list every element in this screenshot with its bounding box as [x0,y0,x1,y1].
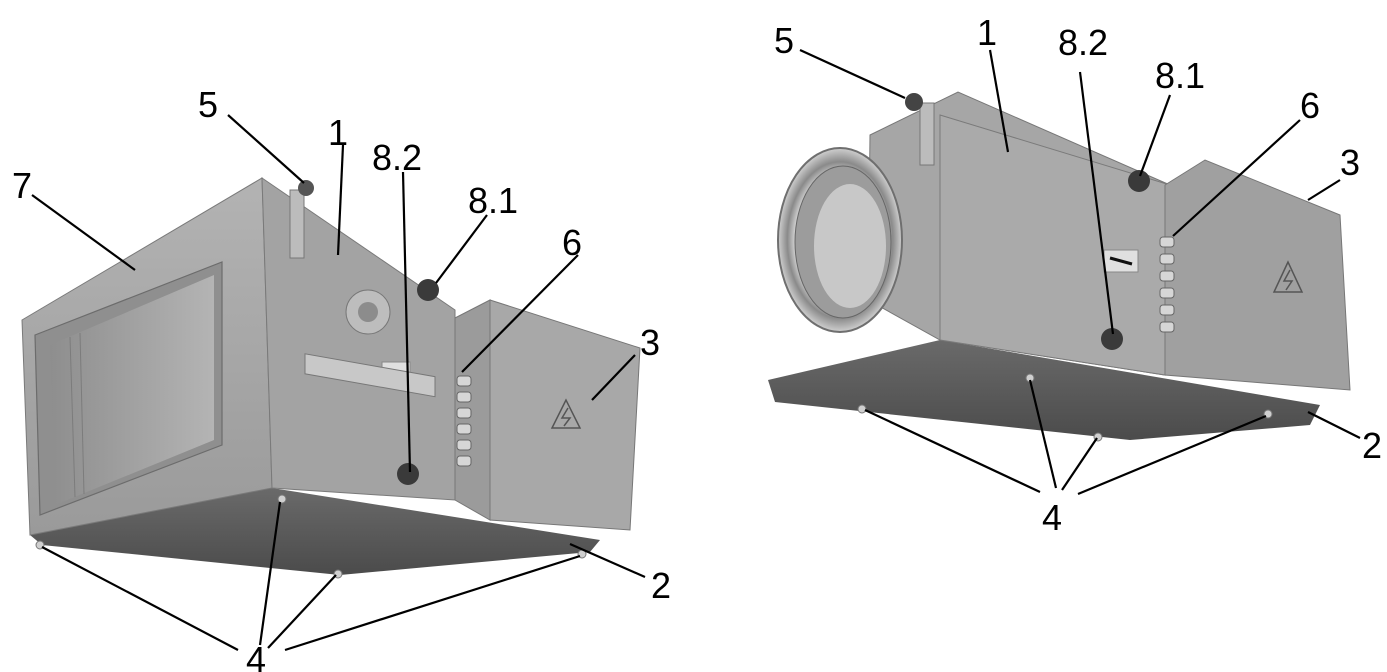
callout-2: 2 [1362,425,1382,466]
callout-1: 1 [977,12,997,53]
right-electrical-box [1164,159,1351,391]
callout-3: 3 [640,322,660,363]
cable-gland-icon [456,375,472,387]
left-callouts: 7 5 1 8.2 8.1 6 3 2 4 [12,84,671,672]
right-leader-lines [799,48,1361,496]
right-unit [768,91,1351,442]
right-cable-glands [1159,236,1175,333]
cable-gland-icon [456,407,472,419]
left-base-panel [30,488,600,575]
left-electrical-box-side [489,299,641,531]
duct-connection-ring [777,147,903,333]
high-voltage-warning-icon [550,398,582,429]
callout-5: 5 [774,20,794,61]
callout-3: 3 [1340,142,1360,183]
left-filter-panel [50,275,214,505]
ventilation-grommet-icon [417,279,439,301]
right-base-panel [768,340,1320,440]
callout-8-1: 8.1 [1155,55,1205,96]
filter-ribs [69,332,85,498]
callout-6: 6 [1300,85,1320,126]
cable-gland-icon [1159,253,1175,265]
cable-gland-icon [456,439,472,451]
right-mounting-bracket [905,93,935,166]
cable-gland-icon [1159,321,1175,333]
high-voltage-warning-icon [1272,260,1304,293]
cable-gland-icon [1159,287,1175,299]
ventilation-grommet-icon [1101,328,1123,350]
cable-gland-icon [1159,304,1175,316]
airflow-arrow-icon [1103,249,1139,273]
cable-gland-icon [1159,270,1175,282]
left-mounting-bracket [289,180,314,259]
right-callouts: 5 1 8.2 8.1 6 3 2 4 [774,12,1382,538]
callout-4: 4 [1042,497,1062,538]
left-unit [21,177,641,579]
left-leader-lines [31,114,646,652]
callout-8-2: 8.2 [1058,22,1108,63]
left-motor-bracket [304,289,436,398]
callout-7: 7 [12,165,32,206]
right-front-panel [939,114,1171,376]
callout-5: 5 [198,84,218,125]
callout-1: 1 [328,112,348,153]
cable-gland-icon [456,391,472,403]
left-cable-glands [456,375,472,467]
callout-8-2: 8.2 [372,137,422,178]
ventilation-grommet-icon [1128,170,1150,192]
ventilation-grommet-icon [397,463,419,485]
callout-8-1: 8.1 [468,180,518,221]
callout-6: 6 [562,222,582,263]
cable-gland-icon [1159,236,1175,248]
callout-4: 4 [246,639,266,672]
cable-gland-icon [456,455,472,467]
callout-2: 2 [651,565,671,606]
cable-gland-icon [456,423,472,435]
